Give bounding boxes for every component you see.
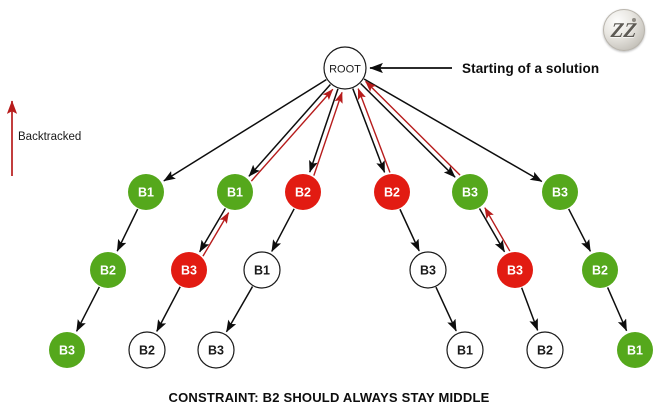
tree-node-b1-green[interactable]: B1	[128, 174, 164, 210]
forward-edge	[399, 208, 420, 252]
node-circle[interactable]	[285, 174, 321, 210]
tree-node-b2-red[interactable]: B2	[285, 174, 321, 210]
tree-node-b1-green[interactable]: B1	[617, 332, 653, 368]
backtracked-callout-label: Backtracked	[18, 131, 82, 143]
node-label: B2	[592, 263, 608, 277]
backtrack-edge	[202, 212, 230, 257]
forward-edge	[156, 286, 181, 332]
tree-node-b3-red[interactable]: B3	[171, 252, 207, 288]
forward-edge	[606, 287, 628, 332]
forward-edge	[116, 208, 139, 252]
node-circle[interactable]	[217, 174, 253, 210]
node-label: B1	[457, 343, 473, 357]
node-label: B1	[227, 185, 243, 199]
node-label: B3	[181, 263, 197, 277]
node-label: ROOT	[329, 63, 361, 75]
node-circle[interactable]	[90, 252, 126, 288]
node-circle[interactable]	[446, 331, 484, 369]
tree-node-b2-white[interactable]: B2	[128, 331, 166, 369]
node-circle[interactable]	[409, 251, 447, 289]
start-callout-label: Starting of a solution	[462, 61, 600, 76]
node-circle[interactable]	[452, 174, 488, 210]
forward-edge	[309, 88, 339, 173]
node-circle[interactable]	[374, 174, 410, 210]
watermark-dot-icon	[632, 18, 636, 22]
tree-node-b2-red[interactable]: B2	[374, 174, 410, 210]
tree-node-b3-white[interactable]: B3	[409, 251, 447, 289]
node-circle[interactable]	[542, 174, 578, 210]
forward-edge	[435, 286, 457, 332]
node-label: B2	[384, 185, 400, 199]
forward-edge	[75, 286, 101, 332]
watermark-logo: ZZ	[603, 9, 645, 51]
node-label: B3	[59, 343, 75, 357]
watermark-zz-text: ZZ	[609, 17, 639, 42]
node-circle[interactable]	[617, 332, 653, 368]
node-circle[interactable]	[526, 331, 564, 369]
node-circle[interactable]	[197, 331, 235, 369]
node-circle[interactable]	[582, 252, 618, 288]
forward-edge	[163, 78, 327, 182]
node-label: B3	[208, 343, 224, 357]
node-circle[interactable]	[171, 252, 207, 288]
forward-edge	[225, 286, 254, 333]
backtrack-edge	[313, 91, 343, 176]
forward-edge	[271, 208, 295, 252]
tree-node-b2-green[interactable]: B2	[582, 252, 618, 288]
node-label: B2	[100, 263, 116, 277]
node-circle[interactable]	[49, 332, 85, 368]
backtrack-edges-group	[202, 80, 511, 257]
forward-edges-group	[75, 78, 628, 333]
node-label: B1	[254, 263, 270, 277]
forward-edge	[520, 287, 539, 331]
node-label: B3	[552, 185, 568, 199]
forward-edge	[360, 82, 456, 178]
constraint-caption: CONSTRAINT: B2 SHOULD ALWAYS STAY MIDDLE	[168, 390, 490, 405]
tree-node-b1-green[interactable]: B1	[217, 174, 253, 210]
tree-node-b1-white[interactable]: B1	[446, 331, 484, 369]
backtrack-edge	[365, 80, 461, 176]
tree-node-b3-white[interactable]: B3	[197, 331, 235, 369]
tree-node-root-root[interactable]: ROOT	[323, 46, 367, 90]
forward-edge	[199, 207, 226, 253]
node-circle[interactable]	[497, 252, 533, 288]
node-circle[interactable]	[323, 46, 367, 90]
tree-node-b3-green[interactable]: B3	[49, 332, 85, 368]
node-label: B2	[139, 343, 155, 357]
backtrack-edge	[357, 88, 391, 173]
tree-node-b1-white[interactable]: B1	[243, 251, 281, 289]
tree-node-b2-white[interactable]: B2	[526, 331, 564, 369]
node-label: B2	[537, 343, 553, 357]
node-label: B3	[462, 185, 478, 199]
forward-edge	[568, 208, 592, 252]
node-label: B2	[295, 185, 311, 199]
tree-node-b3-red[interactable]: B3	[497, 252, 533, 288]
tree-node-b2-green[interactable]: B2	[90, 252, 126, 288]
node-circle[interactable]	[243, 251, 281, 289]
forward-edge	[478, 208, 506, 253]
backtrack-edge	[250, 88, 334, 182]
node-circle[interactable]	[128, 174, 164, 210]
forward-edge	[363, 78, 543, 183]
node-label: B1	[627, 343, 643, 357]
forward-edge	[352, 88, 386, 173]
backtrack-edge	[484, 207, 511, 252]
tree-node-b3-green[interactable]: B3	[452, 174, 488, 210]
node-label: B3	[507, 263, 523, 277]
node-circle[interactable]	[128, 331, 166, 369]
forward-edge	[248, 83, 331, 177]
node-label: B3	[420, 263, 436, 277]
node-label: B1	[138, 185, 154, 199]
tree-node-b3-green[interactable]: B3	[542, 174, 578, 210]
